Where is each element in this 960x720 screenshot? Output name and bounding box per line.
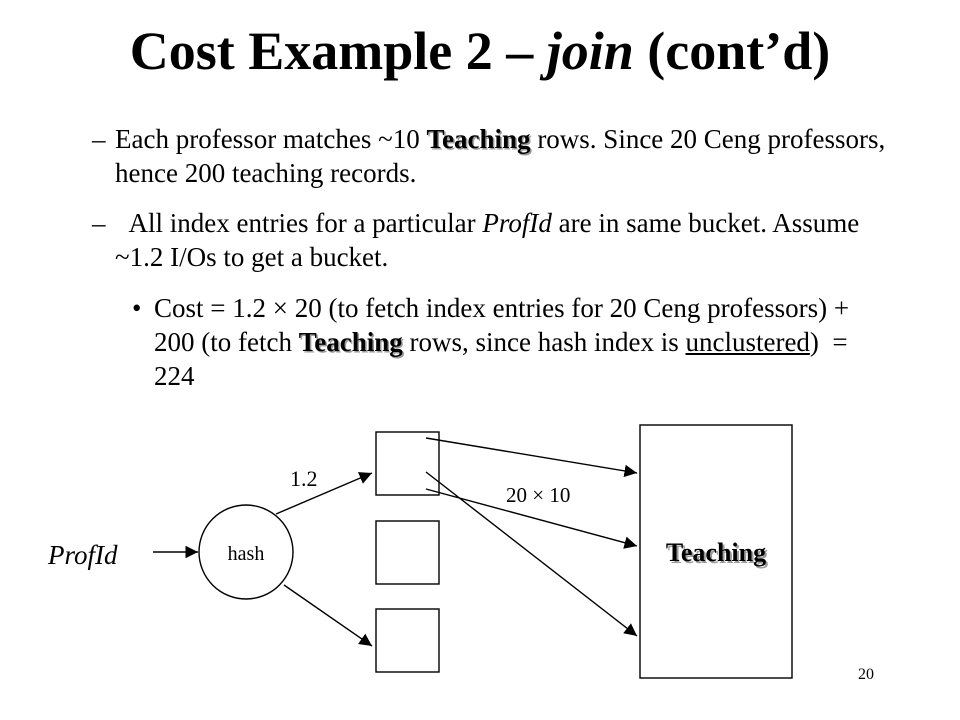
- bucket-3: [375, 608, 440, 673]
- teaching-relation-name: Teaching: [426, 124, 531, 154]
- bullet-professor-matches: – Each professor matches ~10 Teaching ro…: [92, 122, 892, 190]
- bullet-text: All index entries for a particular ProfI…: [115, 208, 873, 272]
- bucket-to-teaching-arrow-1: [425, 437, 638, 478]
- bullet-text: Each professor matches ~10 Teaching rows…: [115, 124, 886, 188]
- profid-label: ProfId: [47, 540, 118, 570]
- bucket-to-teaching-arrow-3: [425, 471, 638, 637]
- slide-title: Cost Example 2 – join (cont’d): [0, 21, 960, 81]
- teaching-label: Teaching: [666, 538, 766, 567]
- teaching-label-shadow: Teaching: [668, 540, 768, 569]
- hash-label: hash: [228, 543, 265, 565]
- teaching-relation-box: [639, 424, 793, 679]
- bullet-marker: –: [92, 124, 106, 154]
- bucket-2: [375, 520, 440, 585]
- hash-to-bucket-3-arrow: [283, 584, 373, 647]
- fetch-count-label: 20 × 10: [506, 483, 570, 507]
- profid-attribute: ProfId: [482, 208, 552, 238]
- title-text-1: Cost Example 2 –: [129, 21, 547, 81]
- bullet-index-entries: – All index entries for a particular Pro…: [92, 206, 892, 274]
- bucket-1: [375, 431, 440, 496]
- bucket-io-label: 1.2: [290, 466, 318, 491]
- teaching-relation-name: Teaching: [298, 327, 403, 357]
- title-text-join: join: [546, 21, 634, 81]
- bullet-marker: –: [92, 208, 106, 238]
- page-number: 20: [858, 666, 874, 683]
- hash-function-circle: [198, 504, 294, 600]
- title-text-2: (cont’d): [633, 21, 831, 81]
- bullet-text: Cost = 1.2 × 20 (to fetch index entries …: [154, 293, 856, 391]
- bullet-cost-formula: • Cost = 1.2 × 20 (to fetch index entrie…: [132, 291, 872, 393]
- unclustered-term: unclustered: [685, 327, 810, 357]
- hash-to-bucket-1-arrow: [275, 472, 373, 515]
- bullet-marker: •: [132, 293, 142, 323]
